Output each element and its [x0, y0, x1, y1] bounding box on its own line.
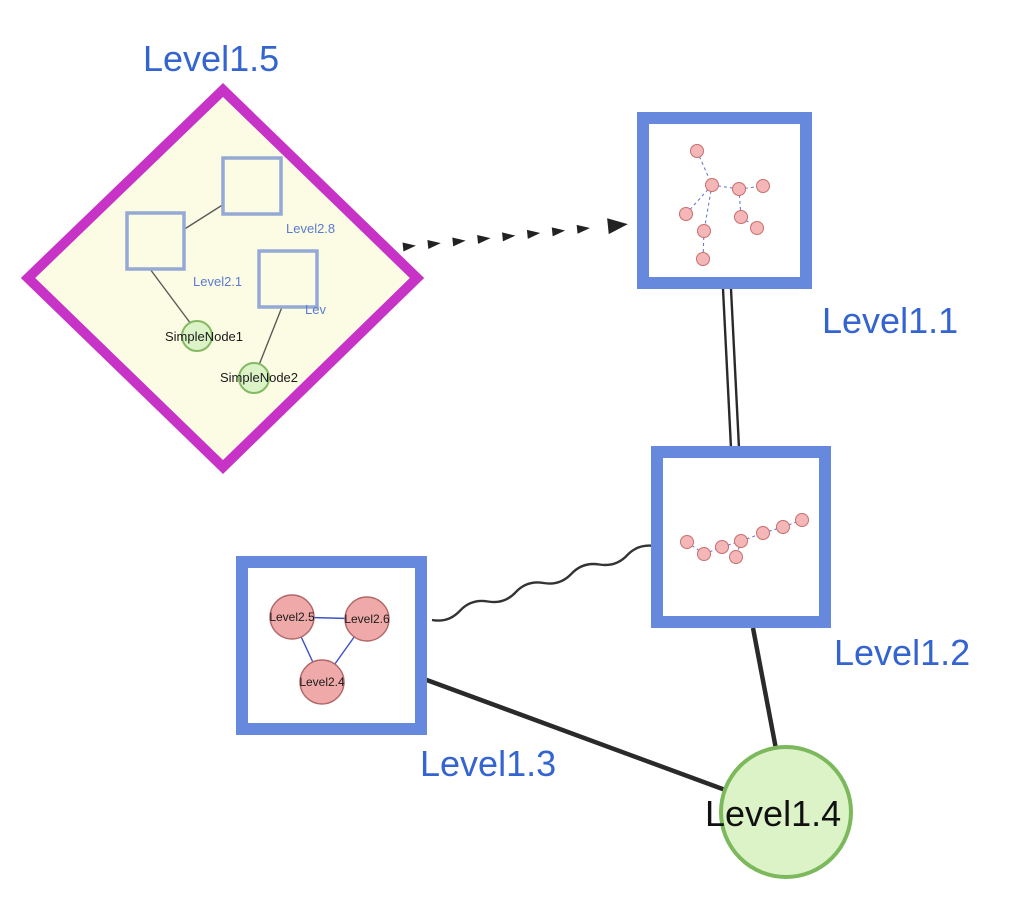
- mini-node[interactable]: [697, 224, 711, 238]
- node-level1-1[interactable]: [637, 112, 812, 289]
- mini-graph-level1-3: Level2.5 Level2.6 Level2.4: [269, 594, 390, 705]
- mini-node[interactable]: [679, 207, 693, 221]
- simple-node-2[interactable]: [238, 362, 270, 394]
- node-level2-5-label: Level2.5: [269, 610, 315, 624]
- edge-level1-1-to-level1-2[interactable]: [721, 288, 741, 449]
- group-node-level2-x-label: Lev: [305, 302, 326, 317]
- mini-node[interactable]: [795, 513, 809, 527]
- edge-level1-3-to-level1-2[interactable]: [431, 544, 656, 622]
- node-level1-5-label: Level1.5: [143, 38, 279, 79]
- mini-node[interactable]: [756, 526, 770, 540]
- mini-node[interactable]: [680, 535, 694, 549]
- node-level2-4-label: Level2.4: [299, 675, 345, 689]
- node-level1-2[interactable]: [651, 446, 831, 628]
- node-level2-5[interactable]: [269, 594, 315, 640]
- edge-level1-3-to-level1-4[interactable]: [423, 676, 729, 794]
- mini-node[interactable]: [750, 221, 764, 235]
- node-level1-4-label: Level1.4: [705, 793, 841, 834]
- inner-edge-square-left-square-top[interactable]: [182, 203, 225, 231]
- mini-node[interactable]: [734, 534, 748, 548]
- mini-node[interactable]: [690, 144, 704, 158]
- mini-node[interactable]: [732, 182, 746, 196]
- mini-graph-level1-2: [680, 513, 809, 564]
- simple-node-2-label: SimpleNode2: [220, 370, 298, 385]
- group-node-level2-x[interactable]: [257, 249, 319, 309]
- node-level1-4[interactable]: [719, 745, 853, 879]
- node-level1-5[interactable]: Level2.8 Level2.1 Lev SimpleNode1 Simple…: [20, 83, 425, 474]
- mini-node[interactable]: [715, 540, 729, 554]
- diamond-shape[interactable]: [20, 83, 425, 474]
- group-node-level2-8-label: Level2.8: [286, 221, 335, 236]
- node-level2-6-label: Level2.6: [344, 612, 390, 626]
- mini-node[interactable]: [729, 550, 743, 564]
- node-level1-2-label: Level1.2: [834, 632, 970, 673]
- group-node-level2-1-label: Level2.1: [193, 274, 242, 289]
- mini-node[interactable]: [776, 520, 790, 534]
- node-level1-3[interactable]: Level2.5 Level2.6 Level2.4: [236, 556, 427, 735]
- inner-edge-square-left-simplenode1[interactable]: [149, 268, 192, 325]
- mini-node[interactable]: [734, 210, 748, 224]
- mini-node[interactable]: [696, 252, 710, 266]
- group-node-level2-8[interactable]: [221, 156, 283, 216]
- node-level2-6[interactable]: [344, 596, 390, 642]
- node-level2-4[interactable]: [299, 659, 345, 705]
- inner-edge-square-right-simplenode2[interactable]: [258, 306, 283, 366]
- edge-level1-5-to-level1-1[interactable]: [402, 216, 629, 255]
- group-node-level2-1[interactable]: [125, 211, 186, 271]
- mini-node[interactable]: [697, 547, 711, 561]
- mini-graph-level1-1: [679, 144, 770, 266]
- node-level1-1-label: Level1.1: [822, 300, 958, 341]
- simple-node-1-label: SimpleNode1: [165, 329, 243, 344]
- mini-node[interactable]: [705, 178, 719, 192]
- mini-node[interactable]: [756, 179, 770, 193]
- simple-node-1[interactable]: [181, 320, 213, 352]
- edge-level1-2-to-level1-4[interactable]: [750, 627, 779, 750]
- node-level1-3-label: Level1.3: [420, 743, 556, 784]
